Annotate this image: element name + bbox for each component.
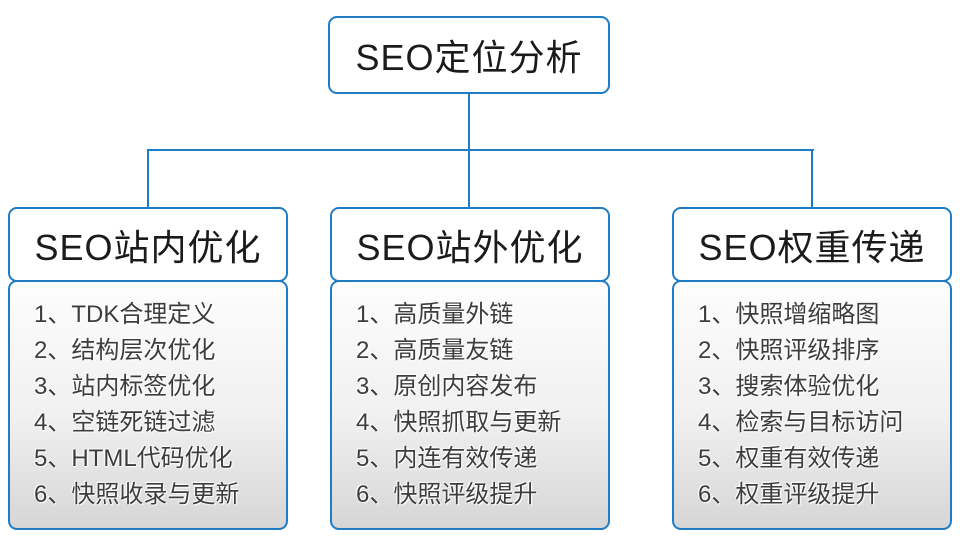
- connector-drop-branch-3: [811, 149, 813, 207]
- list-item: 6、快照收录与更新: [34, 481, 240, 508]
- list-item: 6、快照评级提升: [356, 481, 538, 508]
- branch-offsite-title-node: SEO站外优化: [330, 207, 610, 282]
- list-item: 1、高质量外链: [356, 301, 514, 328]
- branch-onsite-title: SEO站内优化: [34, 226, 262, 268]
- list-item: 6、权重评级提升: [698, 481, 880, 508]
- branch-onsite-list-panel: 1、TDK合理定义 2、结构层次优化 3、站内标签优化 4、空链死链过滤 5、H…: [8, 280, 288, 530]
- list-item: 4、快照抓取与更新: [356, 409, 562, 436]
- list-item: 3、搜索体验优化: [698, 373, 880, 400]
- branch-onsite-title-node: SEO站内优化: [8, 207, 288, 282]
- root-node-label: SEO定位分析: [355, 37, 583, 78]
- list-item: 4、空链死链过滤: [34, 409, 216, 436]
- list-item: 2、结构层次优化: [34, 337, 216, 364]
- list-item: 3、原创内容发布: [356, 373, 538, 400]
- branch-offsite-title: SEO站外优化: [356, 226, 584, 268]
- list-item: 5、HTML代码优化: [34, 445, 233, 472]
- branch-offsite-list-panel: 1、高质量外链 2、高质量友链 3、原创内容发布 4、快照抓取与更新 5、内连有…: [330, 280, 610, 530]
- list-item: 4、检索与目标访问: [698, 409, 904, 436]
- list-item: 1、快照增缩略图: [698, 301, 880, 328]
- connector-drop-branch-2: [468, 149, 470, 207]
- connector-drop-branch-1: [147, 149, 149, 207]
- list-item: 3、站内标签优化: [34, 373, 216, 400]
- list-item: 1、TDK合理定义: [34, 301, 216, 328]
- connector-rail: [147, 149, 814, 151]
- list-item: 5、内连有效传递: [356, 445, 538, 472]
- branch-weight-title-node: SEO权重传递: [672, 207, 952, 282]
- root-node: SEO定位分析: [328, 16, 610, 94]
- list-item: 5、权重有效传递: [698, 445, 880, 472]
- connector-root-stem: [468, 94, 470, 151]
- branch-weight-list-panel: 1、快照增缩略图 2、快照评级排序 3、搜索体验优化 4、检索与目标访问 5、权…: [672, 280, 952, 530]
- list-item: 2、快照评级排序: [698, 337, 880, 364]
- branch-weight-title: SEO权重传递: [698, 226, 926, 268]
- list-item: 2、高质量友链: [356, 337, 514, 364]
